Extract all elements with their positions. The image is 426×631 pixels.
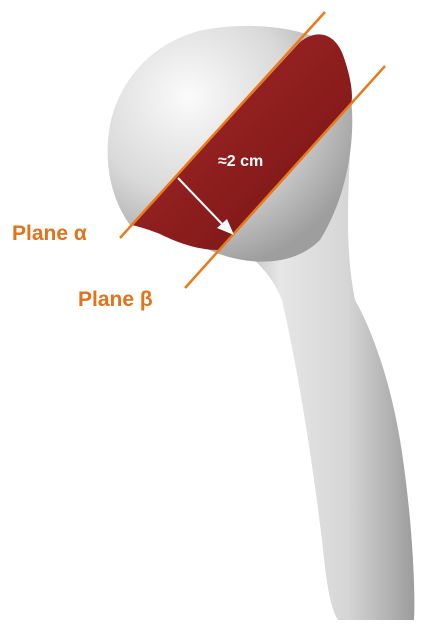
distance-label: ≈2 cm bbox=[218, 153, 263, 171]
plane-alpha-label: Plane α bbox=[12, 222, 87, 246]
plane-beta-label: Plane β bbox=[78, 288, 153, 312]
